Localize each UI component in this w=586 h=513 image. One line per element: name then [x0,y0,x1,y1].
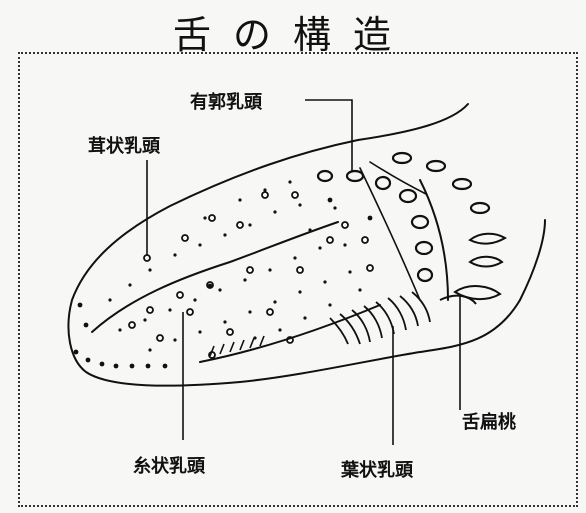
diagram-title: 舌の構造 [172,13,413,57]
label-lingual-tonsil: 舌扁桃 [462,412,516,433]
tip-papillae [73,197,373,369]
label-filiform: 糸状乳頭 [133,456,205,477]
label-foliate: 葉状乳頭 [341,460,413,481]
circumvallate-papillae [316,151,491,283]
fungiform-papillae [128,191,374,359]
tongue-base-edge [519,219,546,301]
leader-circumvallate [305,99,353,172]
median-groove [91,221,339,333]
tongue-outline [67,103,521,387]
leader-lines [146,99,461,445]
label-fungiform: 茸状乳頭 [88,136,160,157]
diagram-frame [18,52,578,507]
label-circumvallate: 有郭乳頭 [190,92,262,113]
filiform-papillae [108,180,362,352]
lingual-tonsil-shapes [439,232,507,305]
circumvallate-v-line [359,161,427,301]
lateral-marks [209,335,265,357]
foliate-papillae [329,291,431,345]
lower-edge-line [199,304,381,363]
